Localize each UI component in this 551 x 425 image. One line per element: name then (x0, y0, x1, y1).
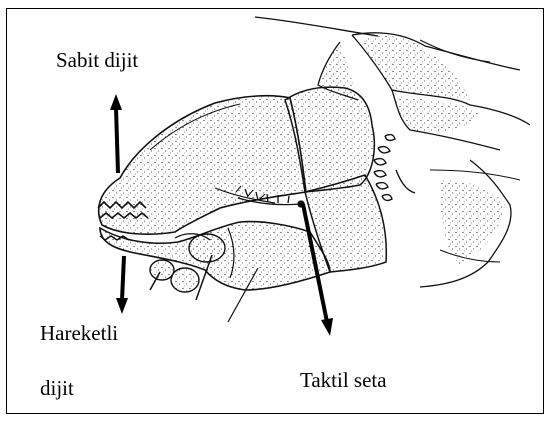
serrated-organ (374, 135, 415, 201)
fixed-digit-arrow (110, 94, 122, 173)
label-tactile-seta: Taktil seta (300, 370, 387, 391)
label-movable-digit-line1: Hareketli (40, 323, 118, 344)
label-fixed-digit: Sabit dijit (56, 50, 138, 71)
label-movable-digit-line2: dijit (40, 378, 74, 399)
fixed-digit-shape (98, 96, 306, 234)
movable-digit-arrow (116, 256, 128, 314)
